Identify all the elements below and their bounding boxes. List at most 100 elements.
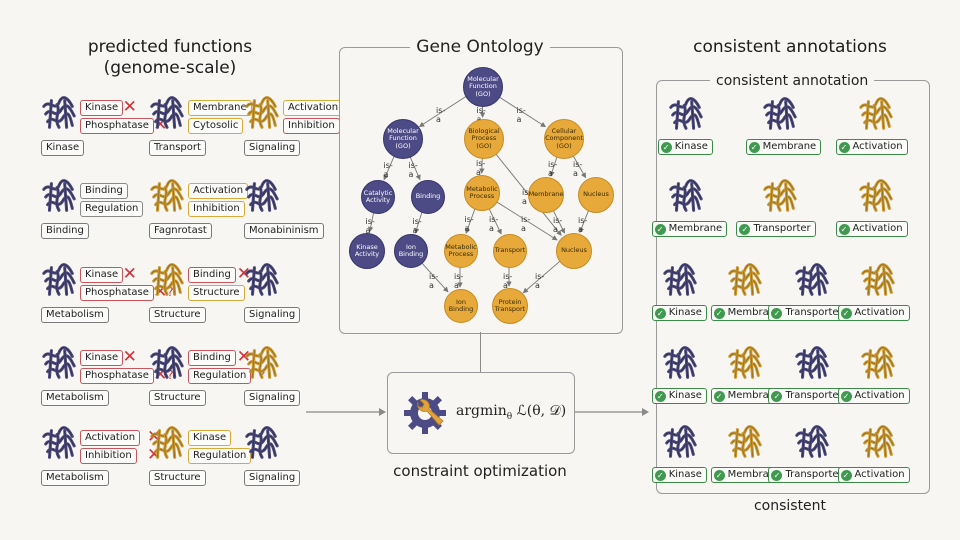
consistent-tag-label: Kinase bbox=[668, 390, 702, 401]
consistent-tag-label: Kinase bbox=[668, 469, 702, 480]
consistent-tag-label: Membrane bbox=[727, 469, 782, 480]
consistent-tag: ✓Activation bbox=[835, 221, 908, 237]
cross-icon: ✕ bbox=[122, 97, 137, 117]
is-a-label: is-a bbox=[454, 271, 464, 290]
is-a-label: is-a bbox=[578, 216, 588, 234]
go-node-cc: Cellular Component (GO) bbox=[544, 119, 584, 159]
formula-body: ℒ(θ, 𝒟) bbox=[512, 403, 567, 419]
predicted-tag: Structure bbox=[188, 285, 245, 301]
consistent-tag-label: Transporter bbox=[785, 307, 843, 318]
protein-ribbon-icon bbox=[861, 346, 895, 379]
protein-caption: Kinase bbox=[41, 140, 85, 156]
predicted-tag: Kinase bbox=[80, 350, 124, 366]
go-node-nuc1: Nucleus bbox=[578, 177, 614, 213]
check-icon: ✓ bbox=[660, 141, 672, 153]
go-node-mf: Molecular Function (GO) bbox=[463, 67, 503, 107]
consistent-tag: ✓Membrane bbox=[710, 467, 787, 483]
protein-ribbon-icon bbox=[245, 96, 279, 129]
gear-wrench-icon bbox=[404, 392, 446, 434]
consistent-tag-label: Kinase bbox=[668, 307, 702, 318]
predicted-tag: Activation bbox=[80, 430, 141, 446]
consistent-tag: ✓Transporter bbox=[768, 305, 848, 321]
protein-ribbon-icon bbox=[663, 263, 697, 296]
is-a-edge bbox=[418, 95, 467, 128]
protein-caption: Signaling bbox=[244, 470, 301, 486]
is-a-edge bbox=[549, 155, 558, 177]
consistent-tag-label: Activation bbox=[854, 390, 905, 401]
is-a-label: is-a bbox=[573, 160, 583, 178]
consistent-tag: ✓Activation bbox=[837, 388, 910, 404]
optimization-caption: constraint optimization bbox=[393, 462, 567, 480]
consistent-tag-label: Kinase bbox=[674, 141, 708, 152]
consistent-tag-label: Activation bbox=[852, 223, 903, 234]
protein-ribbon-icon bbox=[859, 97, 893, 130]
consistent-tag: ✓Membrane bbox=[710, 388, 787, 404]
predicted-tag: Binding bbox=[188, 267, 236, 283]
is-a-label: is-a bbox=[503, 271, 513, 290]
consistent-tag-label: Transporter bbox=[753, 223, 811, 234]
predicted-tag: Phosphatase bbox=[80, 368, 154, 384]
check-icon: ✓ bbox=[838, 223, 850, 235]
protein-caption: Structure bbox=[149, 307, 206, 323]
consistent-tag-label: Membrane bbox=[727, 307, 782, 318]
protein-ribbon-icon bbox=[795, 263, 829, 296]
protein-ribbon-icon bbox=[150, 263, 184, 296]
predicted-tag: Phosphatase bbox=[80, 118, 154, 134]
check-icon: ✓ bbox=[840, 469, 852, 481]
go-node-tr: Transport bbox=[493, 234, 527, 268]
right-title: consistent annotations bbox=[693, 37, 887, 57]
go-node-pt: Protein Transport bbox=[492, 288, 528, 324]
protein-ribbon-icon bbox=[763, 97, 797, 130]
predicted-tag: Inhibition bbox=[188, 201, 245, 217]
predicted-tag: Regulation bbox=[80, 201, 144, 217]
consistent-tag: ✓Kinase bbox=[651, 388, 707, 404]
consistent-tag: ✓Kinase bbox=[651, 305, 707, 321]
consistent-tag: ✓Transporter bbox=[736, 221, 816, 237]
predicted-tag: Activation bbox=[188, 183, 249, 199]
consistent-tag-label: Membrane bbox=[762, 141, 817, 152]
protein-ribbon-icon bbox=[42, 263, 76, 296]
go-node-ionb: Ion Binding bbox=[394, 234, 428, 268]
is-a-label: is-a bbox=[521, 215, 531, 233]
protein-ribbon-icon bbox=[245, 426, 279, 459]
is-a-label: is-a bbox=[429, 271, 439, 290]
left-title-line1: predicted functions bbox=[87, 37, 253, 57]
is-a-label: is-a bbox=[365, 217, 375, 235]
protein-caption: Fagnrotast bbox=[149, 223, 212, 239]
consistent-footer: consistent bbox=[753, 498, 827, 514]
check-icon: ✓ bbox=[713, 307, 725, 319]
consistent-tag: ✓Activation bbox=[835, 139, 908, 155]
protein-caption: Metabolism bbox=[41, 390, 109, 406]
check-icon: ✓ bbox=[840, 390, 852, 402]
go-node-cat: Catalytic Activity bbox=[361, 180, 395, 214]
protein-caption: Signaling bbox=[244, 140, 301, 156]
predicted-tag: Kinase bbox=[80, 267, 124, 283]
is-a-label: is-a bbox=[408, 161, 418, 179]
is-a-edge bbox=[414, 211, 423, 234]
is-a-edge bbox=[409, 155, 421, 181]
predicted-tag: Cytosolic bbox=[188, 118, 244, 134]
is-a-label: is-a bbox=[535, 271, 545, 290]
consistent-tag: ✓Activation bbox=[837, 305, 910, 321]
check-icon: ✓ bbox=[654, 307, 666, 319]
is-a-label: is-a bbox=[436, 106, 446, 124]
is-a-label: is-a bbox=[476, 159, 486, 177]
check-icon: ✓ bbox=[739, 223, 751, 235]
is-a-label: is-a bbox=[516, 106, 526, 124]
go-node-bind: Binding bbox=[411, 180, 445, 214]
protein-caption: Signaling bbox=[244, 307, 301, 323]
consistent-annotation-label: consistent annotation bbox=[710, 71, 875, 91]
go-node-metp: Metabolic Process bbox=[444, 234, 478, 268]
consistent-tag-label: Activation bbox=[854, 469, 905, 480]
formula-prefix: argmin bbox=[456, 403, 507, 419]
protein-ribbon-icon bbox=[42, 426, 76, 459]
connector-line bbox=[480, 332, 481, 372]
predicted-tag: Phosphatase bbox=[80, 285, 154, 301]
is-a-edge bbox=[368, 211, 375, 233]
go-node-ka: Kinase Activity bbox=[349, 233, 385, 269]
consistent-tag-label: Transporter bbox=[785, 390, 843, 401]
protein-ribbon-icon bbox=[245, 346, 279, 379]
protein-caption: Transport bbox=[149, 140, 206, 156]
